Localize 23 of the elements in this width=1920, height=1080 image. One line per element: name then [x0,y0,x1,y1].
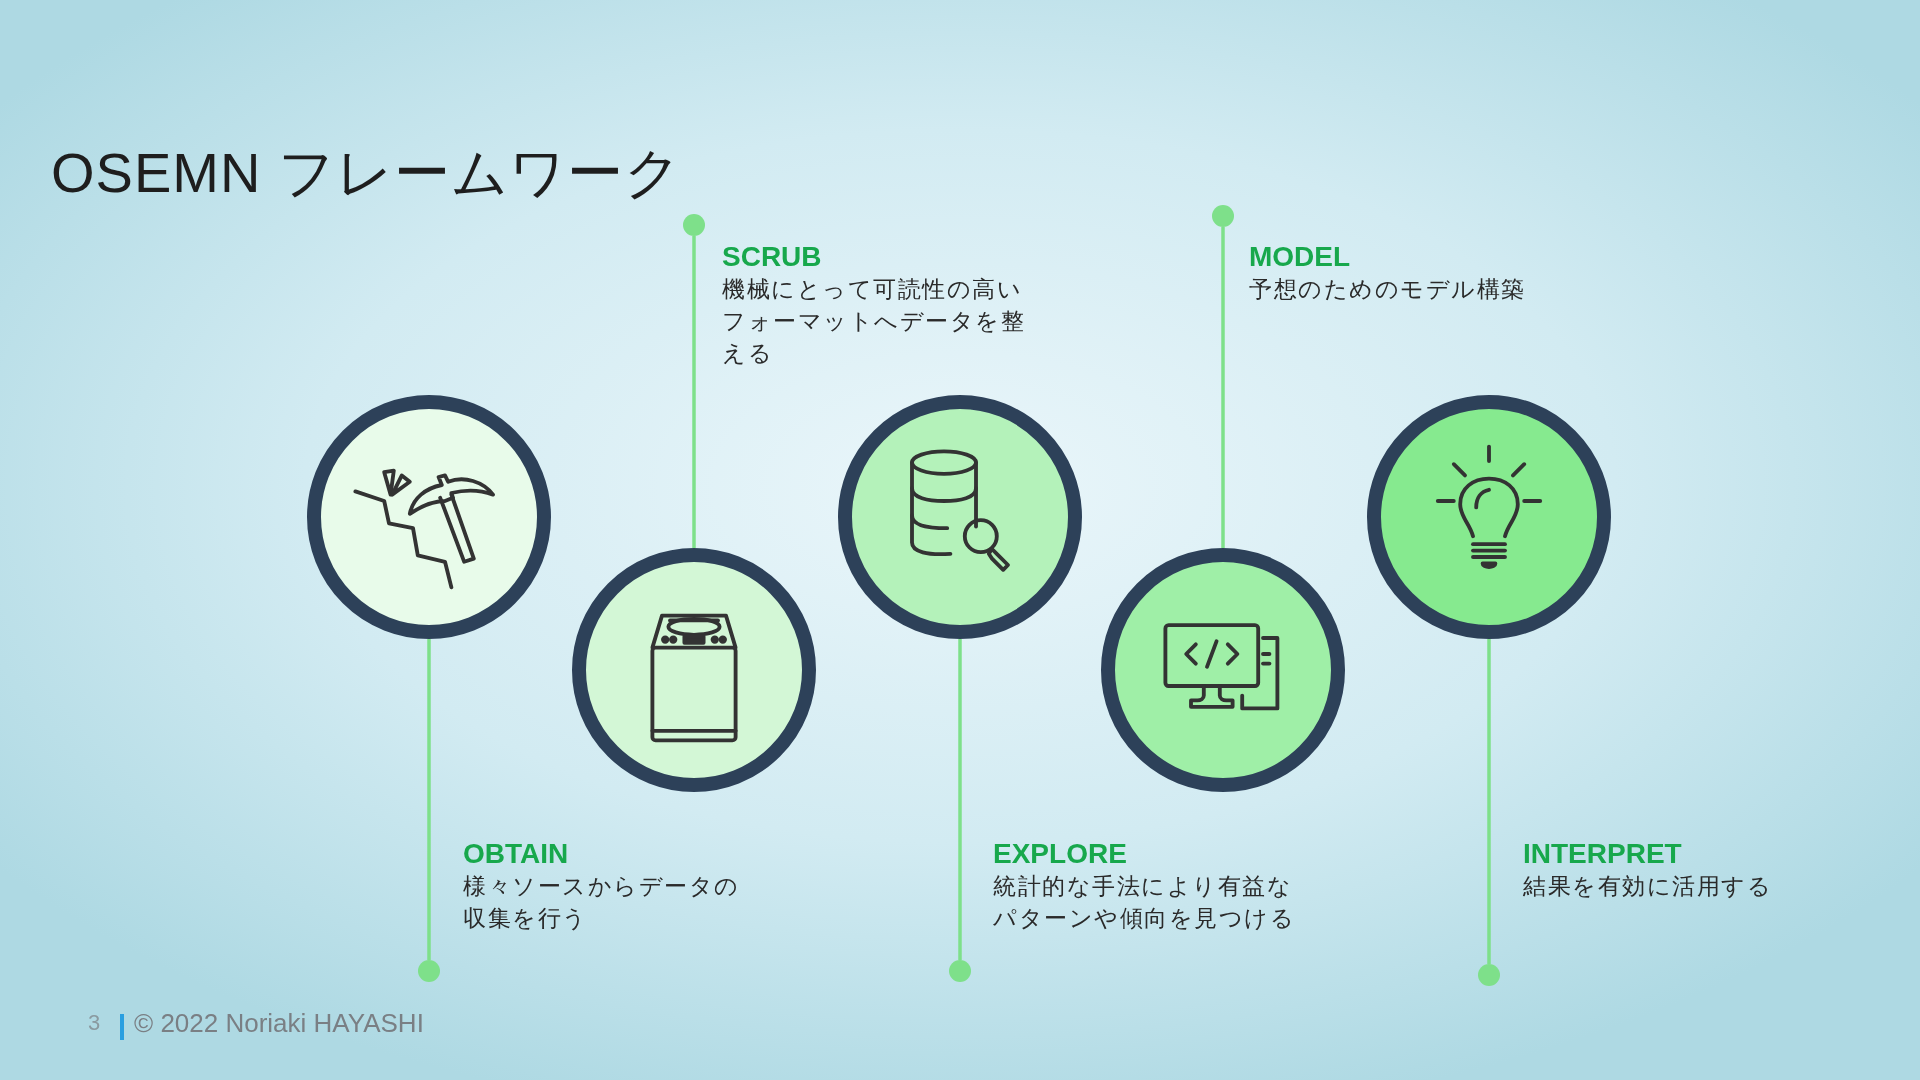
connector-line [1221,227,1225,548]
step-description: 様々ソースからデータの収集を行う [463,872,741,933]
page-number: 3 [88,1010,101,1036]
connector-line [1487,639,1491,964]
copyright-text: © 2022 Noriaki HAYASHI [134,1008,424,1039]
timeline-dot [418,960,440,982]
step-heading: OBTAIN [463,838,570,870]
slide-title: OSEMN フレームワーク [51,140,682,206]
step-heading: INTERPRET [1523,838,1683,870]
connector-line [427,639,431,960]
step-description: 機械にとって可読性の高いフォーマットへデータを整える [722,275,1026,368]
step-description: 統計的な手法により有益なパターンや傾向を見つける [993,872,1296,933]
timeline-dot [1478,964,1500,986]
timeline-dot [949,960,971,982]
timeline-dot [1212,205,1234,227]
step-heading: MODEL [1249,241,1352,273]
step-description: 結果を有効に活用する [1523,872,1773,901]
step-description: 予想のためのモデル構築 [1249,275,1527,304]
timeline-dot [683,214,705,236]
connector-line [692,236,696,548]
step-heading: EXPLORE [993,838,1128,870]
connector-line [958,639,962,960]
step-heading: SCRUB [722,241,823,273]
